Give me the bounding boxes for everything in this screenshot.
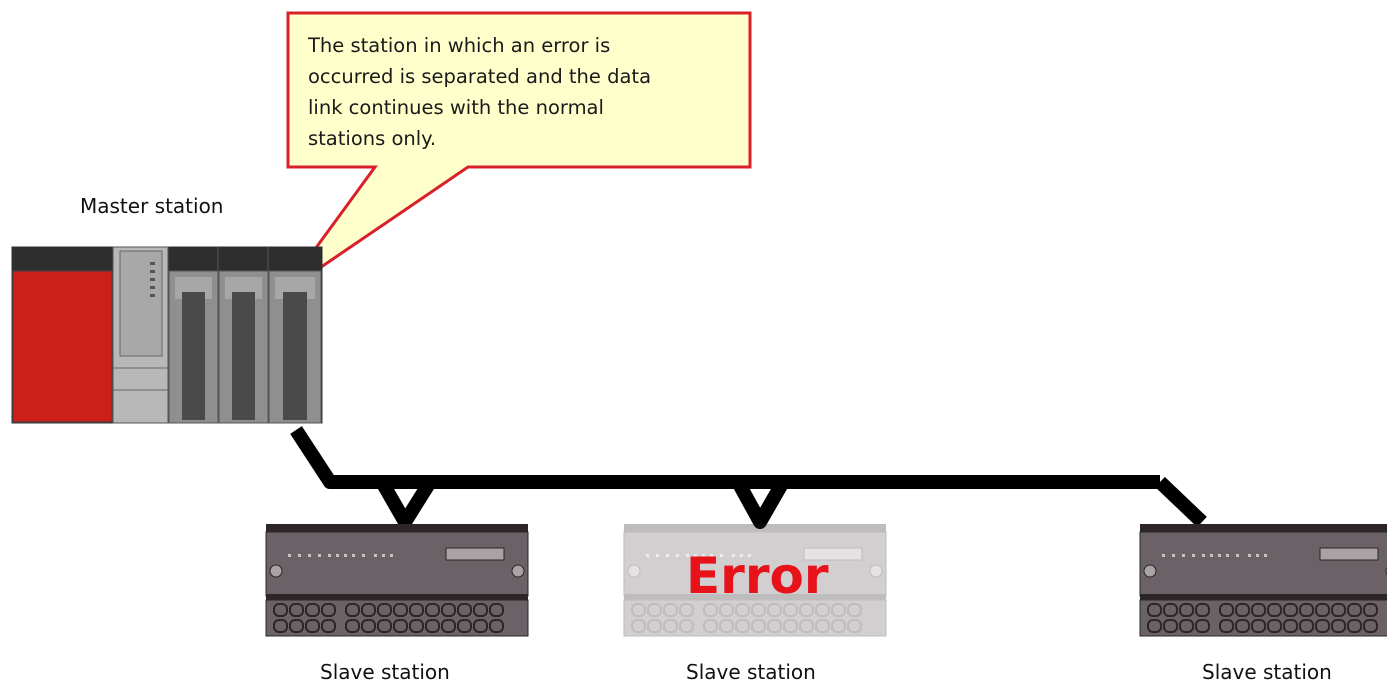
callout-balloon [281,11,752,295]
plc-io-module-1 [168,270,219,424]
cable-drop-slave-2 [731,478,790,529]
slave-station-label-1: Slave station [320,660,450,684]
slave-device-3 [1139,523,1387,637]
callout-shape [281,11,752,295]
master-plc [11,246,323,424]
error-indicator: Error [686,547,829,605]
callout-line: occurred is separated and the data [308,65,652,88]
cable-drop-slave-3 [1155,476,1207,528]
plc-master-module [268,270,322,424]
slave-station-label-3: Slave station [1202,660,1332,684]
plc-cpu-face [119,250,163,357]
callout-line: stations only. [308,127,437,150]
network-cable [290,426,1207,529]
callout-line: The station in which an error is [308,34,611,57]
slave-station-label-2: Slave station [686,660,816,684]
cable-trunk [290,426,1160,489]
plc-io-module-2 [218,270,269,424]
slave-device-1 [265,523,529,637]
callout-line: link continues with the normal [308,96,604,119]
callout-text: The station in which an error is occurre… [308,30,738,154]
plc-power-module [12,270,113,423]
master-station-label: Master station [80,194,224,218]
cable-drop-slave-1 [375,478,436,529]
